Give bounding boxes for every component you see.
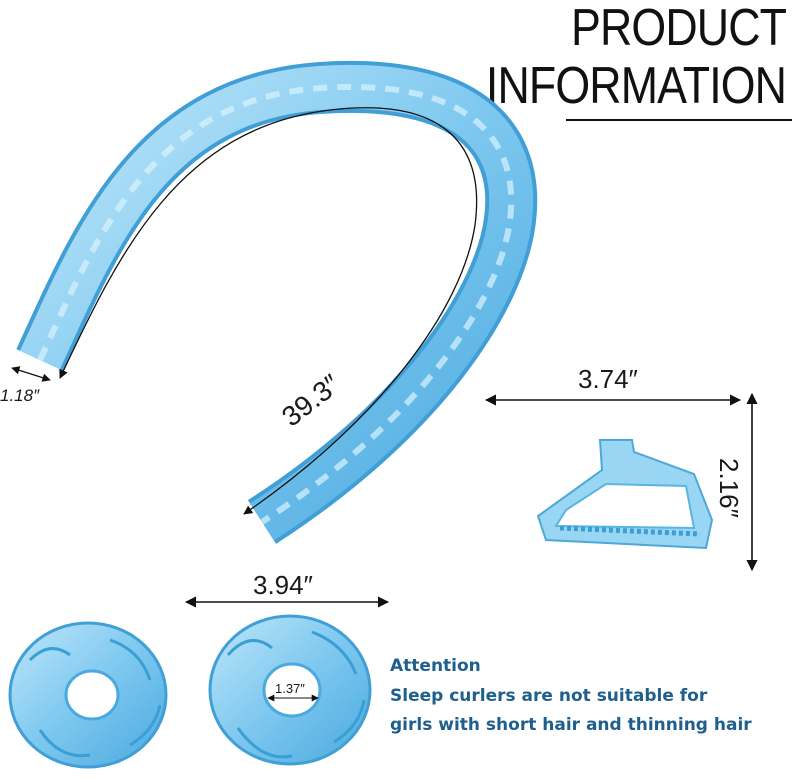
notice-line-2: girls with short hair and thinning hair	[390, 715, 752, 735]
scrunchie-inner-label: 1.37″	[275, 681, 305, 696]
scrunchie-left	[8, 621, 168, 769]
title-product: PRODUCT	[570, 0, 787, 57]
headband-width-label: 1.18″	[0, 386, 40, 405]
notice-heading: Attention	[390, 656, 481, 676]
curling-headband	[16, 60, 538, 544]
claw-clip	[536, 439, 714, 550]
width-measure-line	[11, 366, 51, 382]
length-measure-line	[59, 107, 478, 515]
title-underline	[566, 119, 792, 121]
scrunchie-right	[208, 614, 372, 766]
clip-width-label: 3.74″	[578, 364, 638, 394]
clip-height-label: 2.16″	[714, 458, 744, 518]
scrunchie-width-label: 3.94″	[253, 570, 313, 600]
title-information: INFORMATION	[485, 57, 787, 115]
notice-line-1: Sleep curlers are not suitable for	[390, 686, 708, 706]
